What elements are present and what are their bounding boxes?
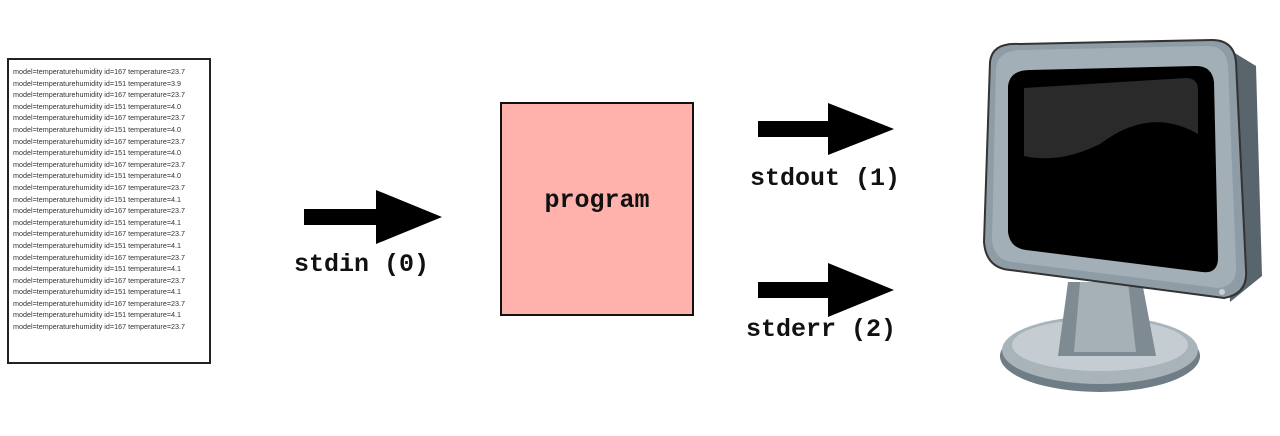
input-data-line: model=temperaturehumidity id=151 tempera… bbox=[13, 287, 182, 297]
stderr-arrow bbox=[758, 263, 894, 317]
input-data-line: model=temperaturehumidity id=167 tempera… bbox=[13, 67, 186, 76]
input-data-line: model=temperaturehumidity id=151 tempera… bbox=[13, 171, 182, 181]
input-data-line: model=temperaturehumidity id=151 tempera… bbox=[13, 217, 182, 227]
program-box: program bbox=[500, 102, 694, 316]
input-data-line: model=temperaturehumidity id=151 tempera… bbox=[13, 310, 182, 320]
input-data-line: model=temperaturehumidity id=167 tempera… bbox=[13, 136, 186, 146]
input-data-line: model=temperaturehumidity id=167 tempera… bbox=[13, 113, 186, 123]
input-data-line: model=temperaturehumidity id=167 tempera… bbox=[13, 206, 186, 216]
stdin-arrow bbox=[304, 190, 442, 244]
input-data-line: model=temperaturehumidity id=167 tempera… bbox=[13, 90, 186, 100]
stdout-label: stdout (1) bbox=[750, 164, 901, 193]
input-data-line: model=temperaturehumidity id=151 tempera… bbox=[13, 124, 182, 134]
input-data-lines: model=temperaturehumidity id=167 tempera… bbox=[13, 66, 185, 333]
input-data-file: model=temperaturehumidity id=167 tempera… bbox=[7, 58, 211, 364]
input-data-line: model=temperaturehumidity id=167 tempera… bbox=[13, 159, 186, 169]
input-data-line: model=temperaturehumidity id=151 tempera… bbox=[13, 101, 182, 111]
stdout-arrow bbox=[758, 103, 894, 155]
input-data-line: model=temperaturehumidity id=167 tempera… bbox=[13, 322, 186, 332]
input-data-line: model=temperaturehumidity id=151 tempera… bbox=[13, 240, 182, 250]
stdin-label: stdin (0) bbox=[294, 250, 430, 279]
input-data-line: model=temperaturehumidity id=151 tempera… bbox=[13, 264, 182, 274]
input-data-line: model=temperaturehumidity id=151 tempera… bbox=[13, 194, 182, 204]
input-data-line: model=temperaturehumidity id=167 tempera… bbox=[13, 298, 186, 308]
monitor-icon bbox=[982, 38, 1262, 392]
stderr-label: stderr (2) bbox=[746, 315, 897, 344]
program-label: program bbox=[544, 185, 650, 215]
input-data-line: model=temperaturehumidity id=151 tempera… bbox=[13, 148, 182, 158]
input-data-line: model=temperaturehumidity id=167 tempera… bbox=[13, 252, 186, 262]
input-data-line: model=temperaturehumidity id=167 tempera… bbox=[13, 182, 186, 192]
input-data-line: model=temperaturehumidity id=151 tempera… bbox=[13, 78, 182, 88]
input-data-line: model=temperaturehumidity id=167 tempera… bbox=[13, 229, 186, 239]
input-data-line: model=temperaturehumidity id=167 tempera… bbox=[13, 275, 186, 285]
